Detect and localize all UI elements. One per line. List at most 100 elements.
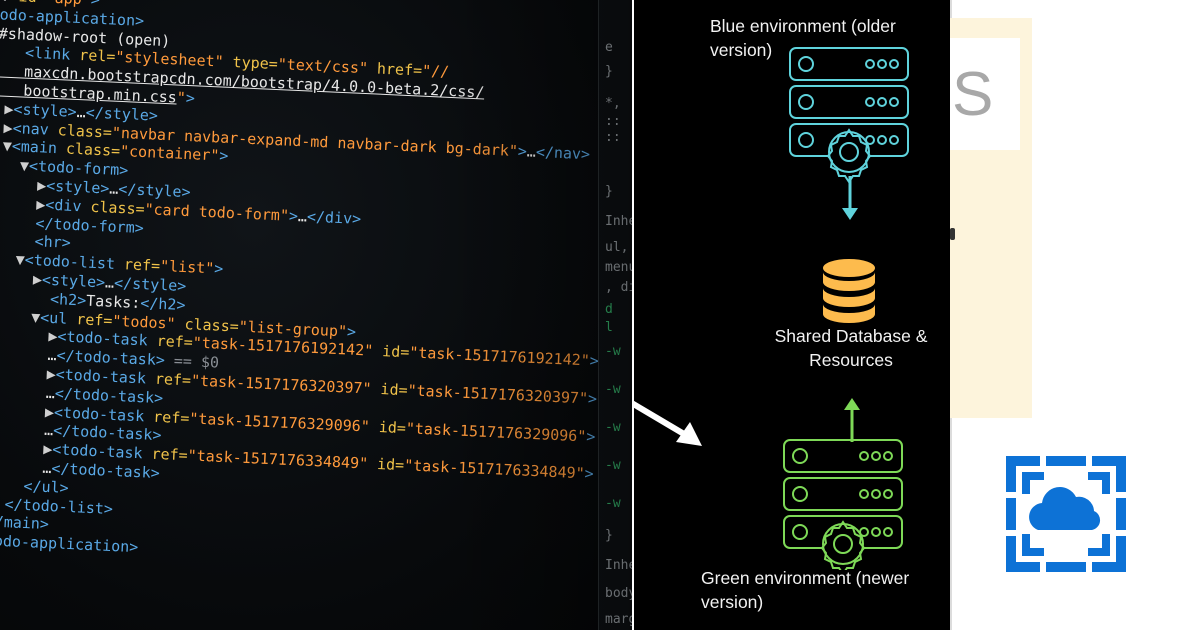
- styles-fragment: l: [605, 320, 613, 335]
- code-token: ▶: [3, 118, 14, 137]
- code-token: id=: [380, 379, 409, 400]
- styles-fragment: -w: [605, 458, 621, 473]
- blue-environment-label: Blue environment (older version): [710, 14, 896, 62]
- code-token: <nav: [12, 118, 59, 139]
- blue-label-line-2: version): [710, 40, 773, 60]
- devtools-code-panel: iv id="app">todo-application>▼#shadow-ro…: [0, 0, 632, 630]
- code-token: ▶: [47, 327, 58, 346]
- code-token: >: [587, 389, 598, 408]
- green-label-line-2: version): [701, 592, 764, 612]
- code-token: ▶: [35, 195, 46, 214]
- title-inset: [950, 38, 1020, 150]
- code-token: ref=: [151, 444, 189, 465]
- code-token: Tasks:: [85, 291, 141, 312]
- styles-fragment: menu: [605, 260, 632, 275]
- azure-slide-panel: S: [950, 0, 1200, 630]
- code-token: ▶: [42, 439, 53, 459]
- diagonal-arrow-icon: [634, 400, 702, 446]
- code-token: </ul>: [23, 476, 70, 497]
- code-token: ref=: [75, 309, 113, 330]
- code-token: </style>: [117, 179, 191, 202]
- styles-fragment: ::: [605, 130, 621, 145]
- styles-fragment: }: [605, 184, 613, 199]
- code-token: </h2>: [139, 293, 186, 314]
- database-icon: [823, 259, 875, 323]
- down-arrow-icon: [842, 176, 858, 220]
- code-token: href=: [376, 59, 423, 80]
- styles-fragment: ul,: [605, 240, 629, 255]
- code-token: ▶: [32, 270, 43, 289]
- code-token: …: [47, 346, 57, 365]
- code-token: <link: [24, 43, 71, 65]
- code-token: "container": [119, 142, 220, 165]
- code-token: <ul: [39, 308, 77, 328]
- code-token: "list": [159, 257, 215, 278]
- styles-fragment: Inhe: [605, 214, 632, 229]
- shared-label-line-2: Resources: [809, 350, 893, 370]
- code-token: ▼: [15, 250, 26, 269]
- code-token: ▶: [36, 176, 47, 195]
- code-token: ref=: [152, 407, 190, 427]
- up-arrow-icon: [844, 398, 860, 442]
- blue-server-icon: [789, 47, 909, 184]
- code-token: …: [43, 421, 54, 440]
- code-token: …: [42, 458, 52, 478]
- code-token: <main: [11, 137, 67, 158]
- code-token: type=: [232, 53, 279, 74]
- code-token: id=: [378, 417, 407, 437]
- shared-resources-label: Shared Database & Resources: [766, 324, 936, 372]
- code-token: class=: [65, 139, 121, 161]
- blue-green-diagram: Blue environment (older version): [634, 0, 950, 630]
- styles-fragment: -w: [605, 420, 621, 435]
- code-token: ref=: [123, 255, 161, 276]
- text-fragment: [950, 228, 955, 240]
- styles-fragment: body {: [605, 586, 632, 601]
- styles-fragment: -w: [605, 382, 621, 397]
- code-token: ref=: [156, 332, 194, 352]
- styles-fragment: -w: [605, 496, 621, 511]
- code-token: </div>: [306, 207, 362, 228]
- partial-title-text: S: [952, 60, 994, 129]
- code-token: id=: [376, 455, 405, 475]
- styles-fragment: marg: [605, 612, 632, 627]
- code-token: ▶: [46, 364, 57, 384]
- styles-fragment: *,: [605, 96, 621, 111]
- code-token: >: [346, 322, 357, 341]
- code-token: ▼: [19, 156, 30, 176]
- code-token: "todos": [112, 311, 186, 333]
- code-token: >: [584, 464, 595, 483]
- styles-fragment: }: [605, 64, 613, 79]
- azure-app-service-icon: [1006, 456, 1126, 572]
- code-token: ▼: [2, 137, 13, 156]
- code-token: "//: [421, 61, 450, 82]
- code-token: </nav>: [535, 142, 591, 163]
- code-token: …: [45, 383, 56, 402]
- code-token: </style>: [113, 273, 187, 296]
- code-token: ref=: [154, 369, 192, 390]
- code-token: >: [185, 88, 196, 108]
- code-token: ▶: [44, 402, 55, 421]
- code-token: ▶: [4, 99, 14, 118]
- code-token: >: [213, 259, 224, 278]
- code-token: <style>: [41, 270, 106, 292]
- styles-fragment: ::: [605, 114, 621, 129]
- blue-label-line-1: Blue environment (older: [710, 16, 896, 36]
- green-server-icon: [783, 439, 903, 570]
- elements-tree: iv id="app">todo-application>▼#shadow-ro…: [0, 0, 632, 581]
- code-token: <hr>: [34, 232, 72, 253]
- code-token: class=: [90, 197, 146, 218]
- code-token: >: [585, 426, 596, 446]
- code-token: <div: [44, 195, 91, 216]
- styles-fragment: d: [605, 302, 613, 317]
- code-token: ▼: [30, 307, 41, 327]
- code-token: id=: [381, 342, 410, 362]
- code-token: <style>: [13, 99, 78, 121]
- code-token: rel=: [78, 46, 116, 67]
- code-token: <style>: [45, 176, 110, 198]
- code-token: </main>: [0, 512, 50, 534]
- code-token: </style>: [85, 103, 159, 125]
- styles-pane: e}*,::::}Inheul,menu, didl-w-w-w-w-w}Inh…: [598, 0, 632, 630]
- styles-fragment: e: [605, 40, 613, 55]
- styles-fragment: -w: [605, 344, 621, 359]
- green-environment-label: Green environment (newer version): [701, 566, 909, 614]
